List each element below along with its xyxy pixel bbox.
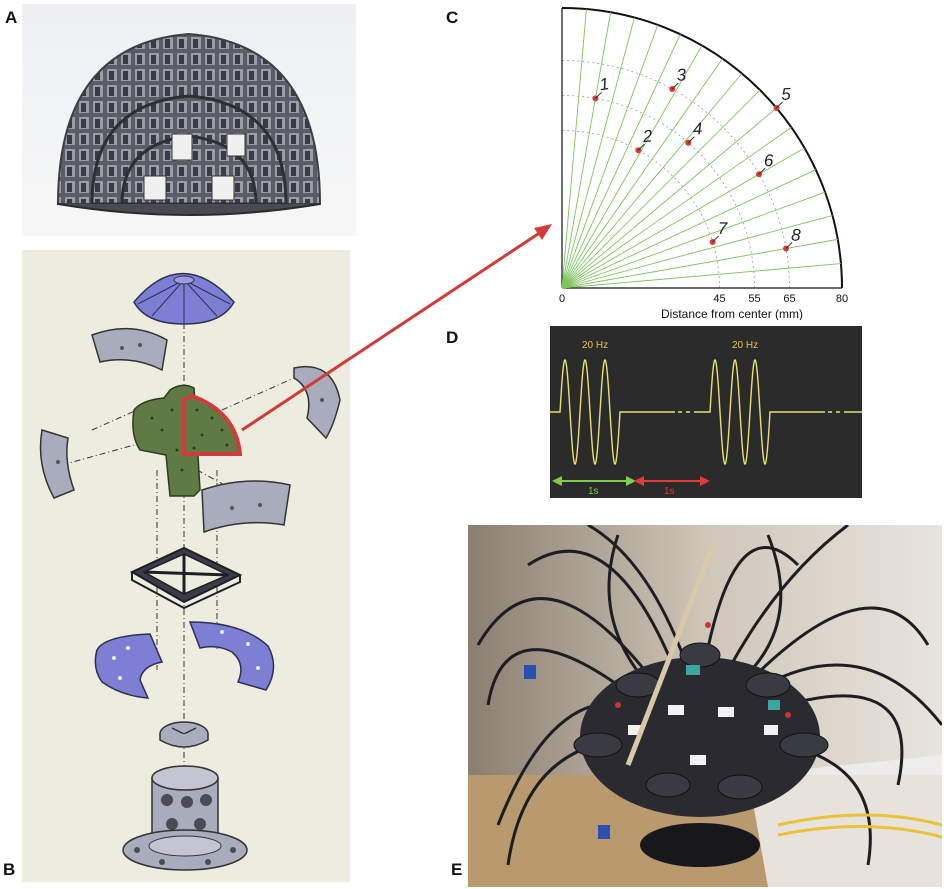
ray-line xyxy=(561,17,635,289)
point-label: 2 xyxy=(641,126,654,146)
point-leader xyxy=(671,82,679,90)
ray-line xyxy=(561,12,612,289)
ray-line xyxy=(561,127,792,289)
dome-render xyxy=(56,32,322,216)
panel-label-e: E xyxy=(451,860,463,879)
polar-ticks: 0 45 55 65 80 xyxy=(559,293,848,305)
on-duration-label: 1s xyxy=(588,486,599,497)
polar-rays xyxy=(561,9,841,289)
ray-line xyxy=(561,215,833,289)
tick-label: 0 xyxy=(559,293,565,305)
panel-label-b: B xyxy=(3,860,16,879)
highlighted-quarter-plate xyxy=(182,393,243,456)
outer-arc xyxy=(561,7,843,289)
point-leader xyxy=(638,143,645,151)
ray-line xyxy=(561,24,659,289)
point-label: 5 xyxy=(781,85,792,104)
tick-label: 65 xyxy=(783,293,795,305)
off-duration-arrow xyxy=(634,476,710,486)
ray-line xyxy=(561,238,838,289)
grid-arc xyxy=(561,60,790,289)
point-leader xyxy=(758,167,766,175)
point-label: 6 xyxy=(764,151,774,170)
ray-line xyxy=(561,45,703,289)
ray-line xyxy=(561,73,743,289)
point-leader xyxy=(712,235,719,243)
dome-render-panel xyxy=(22,4,356,236)
point-labels: 1 2 3 4 5 6 7 8 xyxy=(598,65,801,245)
point-label: 1 xyxy=(598,74,610,94)
ray-line xyxy=(561,169,816,289)
exploded-assembly xyxy=(39,272,341,871)
on-duration-arrow xyxy=(552,476,636,486)
ray-line xyxy=(561,147,805,289)
ray-line xyxy=(561,89,761,289)
point-leader xyxy=(687,136,695,144)
point-label: 4 xyxy=(692,119,703,139)
point-leader xyxy=(776,101,783,109)
ray-line xyxy=(561,263,841,289)
ray-line xyxy=(561,107,777,289)
waveform-panel: 20 Hz 20 Hz 1s 1s xyxy=(550,326,862,498)
ray-line xyxy=(561,58,723,289)
waveform-plot: 20 Hz 20 Hz 1s 1s xyxy=(550,340,862,497)
polar-points xyxy=(592,82,793,252)
panel-label-a: A xyxy=(5,8,18,27)
quarter-polar-plot: 0 45 55 65 80 1 2 3 4 5 6 7 8 Distance f… xyxy=(559,7,848,320)
device-photo-panel xyxy=(468,525,942,887)
ray-line xyxy=(561,191,826,289)
x-axis-title: Distance from center (mm) xyxy=(661,307,803,320)
polar-grid xyxy=(561,7,843,289)
point-label: 7 xyxy=(718,219,728,238)
frequency-label: 20 Hz xyxy=(732,340,758,351)
device-photo xyxy=(468,525,942,887)
off-duration-label: 1s xyxy=(664,486,675,497)
panel-label-d: D xyxy=(446,328,459,347)
ray-line xyxy=(561,34,681,289)
point-label: 8 xyxy=(791,226,802,245)
tick-label: 55 xyxy=(748,293,760,305)
point-label: 3 xyxy=(676,65,688,85)
blue-half-plate-right xyxy=(188,621,275,691)
point-leader xyxy=(595,92,602,99)
blue-half-plate-left xyxy=(94,633,164,699)
signal-trace xyxy=(550,358,862,466)
ray-line xyxy=(561,9,587,289)
point-leader xyxy=(785,242,793,249)
panel-label-c: C xyxy=(446,8,459,27)
frequency-label: 20 Hz xyxy=(582,340,608,351)
exploded-assembly-panel xyxy=(22,250,350,882)
tick-label: 45 xyxy=(713,293,725,305)
tick-label: 80 xyxy=(836,293,848,305)
